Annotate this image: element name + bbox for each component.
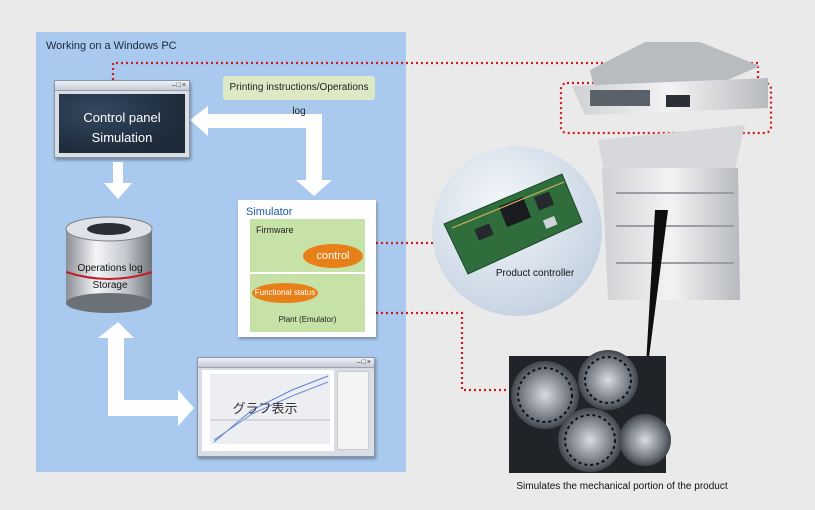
pc-panel-title: Working on a Windows PC: [46, 40, 177, 52]
product-controller-label: Product controller: [495, 268, 575, 279]
product-controller-circle: [432, 146, 602, 316]
simulator-inner-panel: [250, 219, 365, 332]
printing-instructions-tag: Printing instructions/Operations log: [223, 76, 375, 117]
flow-arrows: [98, 106, 332, 426]
graph-lines: [210, 374, 330, 444]
functional-status-oval: Functional status: [252, 283, 318, 303]
simulation-label: Simulation: [91, 130, 153, 145]
circuit-board-icon: [443, 173, 583, 275]
storage-label: Storage: [92, 280, 128, 291]
graph-legend: [337, 371, 369, 450]
mechanical-portion-caption: Simulates the mechanical portion of the …: [516, 481, 728, 492]
dotted-links: [111, 61, 773, 392]
copier-machine-icon: [572, 42, 768, 365]
gear-mechanism-image: [509, 350, 671, 473]
control-panel-screen: Control panel Simulation: [59, 94, 185, 153]
control-panel-window[interactable]: –□× Control panel Simulation: [54, 80, 190, 158]
firmware-label: Firmware: [256, 225, 294, 235]
storage-cylinder-icon: [65, 216, 153, 313]
graph-display-label: グラフ表示: [232, 401, 298, 416]
control-oval: control: [303, 244, 363, 268]
arrow-to-control-panel: [190, 106, 332, 196]
graph-plot-area: [202, 370, 334, 451]
graph-display-window[interactable]: –□×: [197, 357, 375, 457]
arrow-to-storage: [104, 162, 132, 199]
graph-window-titlebar: –□×: [198, 358, 374, 368]
simulator-title: Simulator: [246, 206, 293, 218]
control-panel-label: Control panel: [83, 110, 161, 125]
window-controls-icon[interactable]: –□×: [356, 359, 372, 366]
control-panel-titlebar: –□×: [55, 81, 189, 91]
simulator-divider: [250, 272, 365, 274]
window-controls-icon[interactable]: –□×: [171, 82, 187, 89]
plant-emulator-label: Plant (Emulator): [278, 315, 337, 324]
operations-log-label: Operations log: [77, 263, 143, 274]
arrow-storage-graph: [98, 322, 194, 426]
